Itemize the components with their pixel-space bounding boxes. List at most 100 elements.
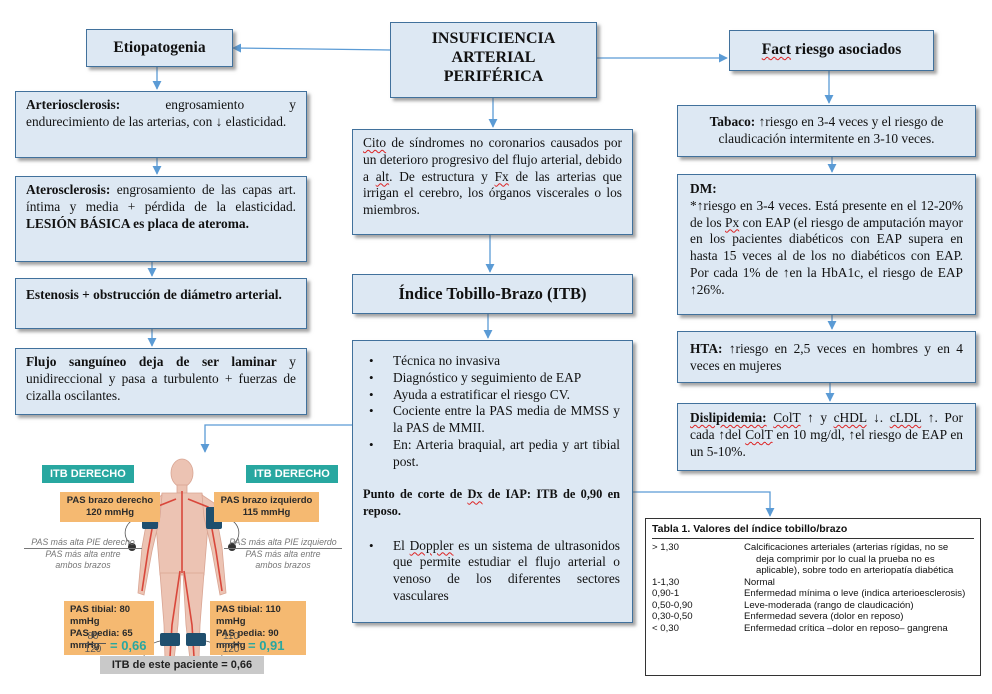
- itb-illustration: ITB DERECHO ITB DERECHO PAS brazo derech…: [24, 455, 342, 683]
- table-row: 0,50-0,90 Leve-moderada (rango de claudi…: [652, 600, 974, 612]
- desc-p2: de síndromes no coronarios causados por …: [363, 135, 622, 184]
- dm-term: DM:: [690, 181, 717, 196]
- right-leg-artery: [169, 570, 181, 658]
- formula-left-den-1: PAS más alta entre: [45, 548, 121, 559]
- arteriosclerosis-text: engrosamiento y endurecimiento de las ar…: [26, 97, 296, 129]
- dm-a: *↑riesgo en 3-4 veces. Está presente en …: [690, 197, 963, 230]
- central-title-line-1: INSUFICIENCIA: [431, 30, 556, 47]
- desc-p5: Fx: [494, 168, 509, 184]
- table-cell-range: 0,30-0,50: [652, 611, 693, 622]
- itb-info-box: Técnica no invasiva Diagnóstico y seguim…: [352, 340, 633, 623]
- formula-left-den-2: ambos brazos: [55, 559, 111, 570]
- etiopatogenia-header: Etiopatogenia: [86, 29, 233, 67]
- tabaco-term: Tabaco:: [709, 114, 756, 129]
- dislipidemia-box: Dislipidemia: ColT ↑ y cHDL ↓. cLDL ↑. P…: [677, 403, 976, 471]
- central-title-line-3: PERIFÉRICA: [443, 68, 544, 86]
- itb-list-item: En: Arteria braquial, art pedia y art ti…: [363, 437, 620, 471]
- pas-brazo-der-label: PAS brazo derecho: [66, 495, 154, 506]
- pas-brazo-derecho: PAS brazo derecho 120 mmHg: [60, 492, 160, 522]
- table-row: 0,30-0,50 Enfermedad severa (dolor en re…: [652, 611, 974, 623]
- fact-riesgo-label-a: Fact: [761, 41, 792, 58]
- dislip-f: cLDL: [889, 410, 922, 425]
- calc-right-den: 120: [222, 644, 240, 655]
- pas-tibial-izq: PAS tibial: 110 mmHg: [216, 604, 281, 627]
- table-row: 1-1,30 Normal: [652, 577, 974, 589]
- table-row: 0,90-1 Enfermedad mínima o leve (indica …: [652, 588, 974, 600]
- dm-c: con EAP (el riesgo de amputación mayor e…: [690, 214, 963, 297]
- dislip-i: en 10 mg/dl, ↑el riesgo de EAP en un 5-1…: [690, 426, 963, 459]
- calc-left-fraction: 80 120: [80, 631, 106, 656]
- aterosclerosis-box: Aterosclerosis: engrosamiento de las cap…: [15, 176, 307, 262]
- table-cell-desc: Enfermedad severa (dolor en reposo): [744, 611, 904, 622]
- itb-list-item: Cociente entre la PAS media de MMSS y la…: [363, 403, 620, 437]
- doppler-item: El Doppler es un sistema de ultrasonidos…: [363, 538, 620, 605]
- dislip-g: ↑. Por cada ↑del: [690, 410, 963, 442]
- calc-left-result: = 0,66: [110, 638, 147, 653]
- itb-list-item: Técnica no invasiva: [363, 353, 620, 370]
- arteriosclerosis-box: Arteriosclerosis: engrosamiento y endure…: [15, 91, 307, 158]
- table-row: < 0,30 Enfermedad crítica –dolor en repo…: [652, 623, 974, 635]
- table-cell-range: 1-1,30: [652, 576, 680, 588]
- dislip-h: ColT: [745, 426, 773, 442]
- itb-head-right: ITB DERECHO: [246, 465, 338, 483]
- description-box: Cito de síndromes no coronarios causados…: [352, 129, 633, 235]
- aterosclerosis-text: engrosamiento de las capas art. íntima y…: [26, 182, 296, 214]
- arrow-list-to-figure: [200, 424, 353, 453]
- pas-tibial-der: PAS tibial: 80 mmHg: [70, 604, 131, 627]
- cutoff-text: Punto de corte de Dx de IAP: ITB de 0,90…: [363, 486, 620, 519]
- fact-riesgo-label-b: riesgo asociados: [791, 41, 902, 58]
- formula-right-numerator: PAS más alta PIE izquierdo: [224, 537, 342, 549]
- calc-left-den: 120: [84, 644, 102, 655]
- formula-left: PAS más alta PIE derecho PAS más alta en…: [24, 537, 142, 571]
- etiopatogenia-label: Etiopatogenia: [113, 39, 206, 56]
- formula-right-den-1: PAS más alta entre: [245, 548, 321, 559]
- formula-left-numerator: PAS más alta PIE derecho: [24, 537, 142, 549]
- formula-right: PAS más alta PIE izquierdo PAS más alta …: [224, 537, 342, 571]
- pas-pierna-derecha: PAS tibial: 80 mmHg PAS pedia: 65 mmHg: [64, 601, 154, 655]
- doppler-c: es un sistema de ultrasonidos que permit…: [393, 537, 620, 603]
- flujo-text-a: y unidireccional y pasa a turbulento + f…: [26, 354, 296, 386]
- itb-head-left: ITB DERECHO: [42, 465, 134, 483]
- flujo-box: Flujo sanguíneo deja de ser laminar y un…: [15, 348, 307, 415]
- flujo-text-b: oscilantes.: [60, 387, 121, 403]
- calc-left-num: 80: [80, 631, 106, 644]
- calc-right-num: 110: [218, 631, 244, 644]
- estenosis-text: Estenosis + obstrucción de diámetro arte…: [26, 287, 282, 302]
- dislip-c: ↑ y: [800, 410, 834, 425]
- table-cell-range: < 0,30: [652, 622, 679, 634]
- table-cell-desc: Enfermedad crítica –dolor en reposo– gan…: [744, 622, 948, 634]
- arteriosclerosis-term: Arteriosclerosis:: [26, 97, 121, 112]
- central-title-box: INSUFICIENCIA ARTERIAL PERIFÉRICA: [390, 22, 597, 98]
- table-cell-range: 0,50-0,90: [652, 599, 693, 611]
- pas-brazo-der-value: 120 mmHg: [85, 506, 135, 518]
- hta-text: ↑riesgo en 2,5 veces en hombres y en 4 v…: [690, 341, 963, 373]
- itb-header: Índice Tobillo-Brazo (ITB): [352, 274, 633, 314]
- desc-p1: Cito: [363, 135, 387, 150]
- pas-brazo-izq-value: 115 mmHg: [242, 506, 291, 518]
- hta-term: HTA:: [690, 341, 723, 356]
- dislip-b: ColT: [773, 410, 801, 425]
- table-cell-desc: Leve-moderada (rango de claudicación): [744, 599, 914, 611]
- table-desc-line: deja comprimir por lo cual la prueba no …: [756, 553, 935, 565]
- table-cell-range: 0,90-1: [652, 588, 680, 599]
- right-ankle-cuff: [160, 633, 180, 646]
- flujo-misspelled: cizalla: [26, 387, 61, 403]
- pas-brazo-izquierdo: PAS brazo izquierdo 115 mmHg: [214, 492, 319, 522]
- central-title-line-2: ARTERIAL: [451, 49, 536, 67]
- arrow-list-to-table: [633, 491, 775, 517]
- table-row: > 1,30 Calcificaciones arteriales (arter…: [652, 542, 974, 577]
- calc-right-result: = 0,91: [248, 638, 285, 653]
- aterosclerosis-bold-tail: LESIÓN BÁSICA es placa de ateroma.: [26, 215, 249, 231]
- arrow-central-to-etiopatogenia: [232, 43, 391, 53]
- flujo-bold: Flujo sanguíneo deja de ser laminar: [26, 354, 277, 369]
- fact-riesgo-header: Fact riesgo asociados: [729, 30, 934, 71]
- aterosclerosis-term: Aterosclerosis:: [26, 182, 111, 197]
- dislip-e: ↓.: [866, 410, 890, 425]
- tabaco-text: ↑riesgo en 3-4 veces y el riesgo de clau…: [718, 114, 944, 146]
- cutoff-b: Dx: [467, 487, 483, 502]
- itb-header-label: Índice Tobillo-Brazo (ITB): [398, 284, 587, 303]
- itb-values-table: Tabla 1. Valores del índice tobillo/braz…: [645, 518, 981, 676]
- itb-list-item: Ayuda a estratificar el riesgo CV.: [363, 387, 620, 404]
- itb-info-list: Técnica no invasiva Diagnóstico y seguim…: [363, 353, 620, 470]
- itb-result-bar: ITB de este paciente = 0,66: [100, 656, 264, 674]
